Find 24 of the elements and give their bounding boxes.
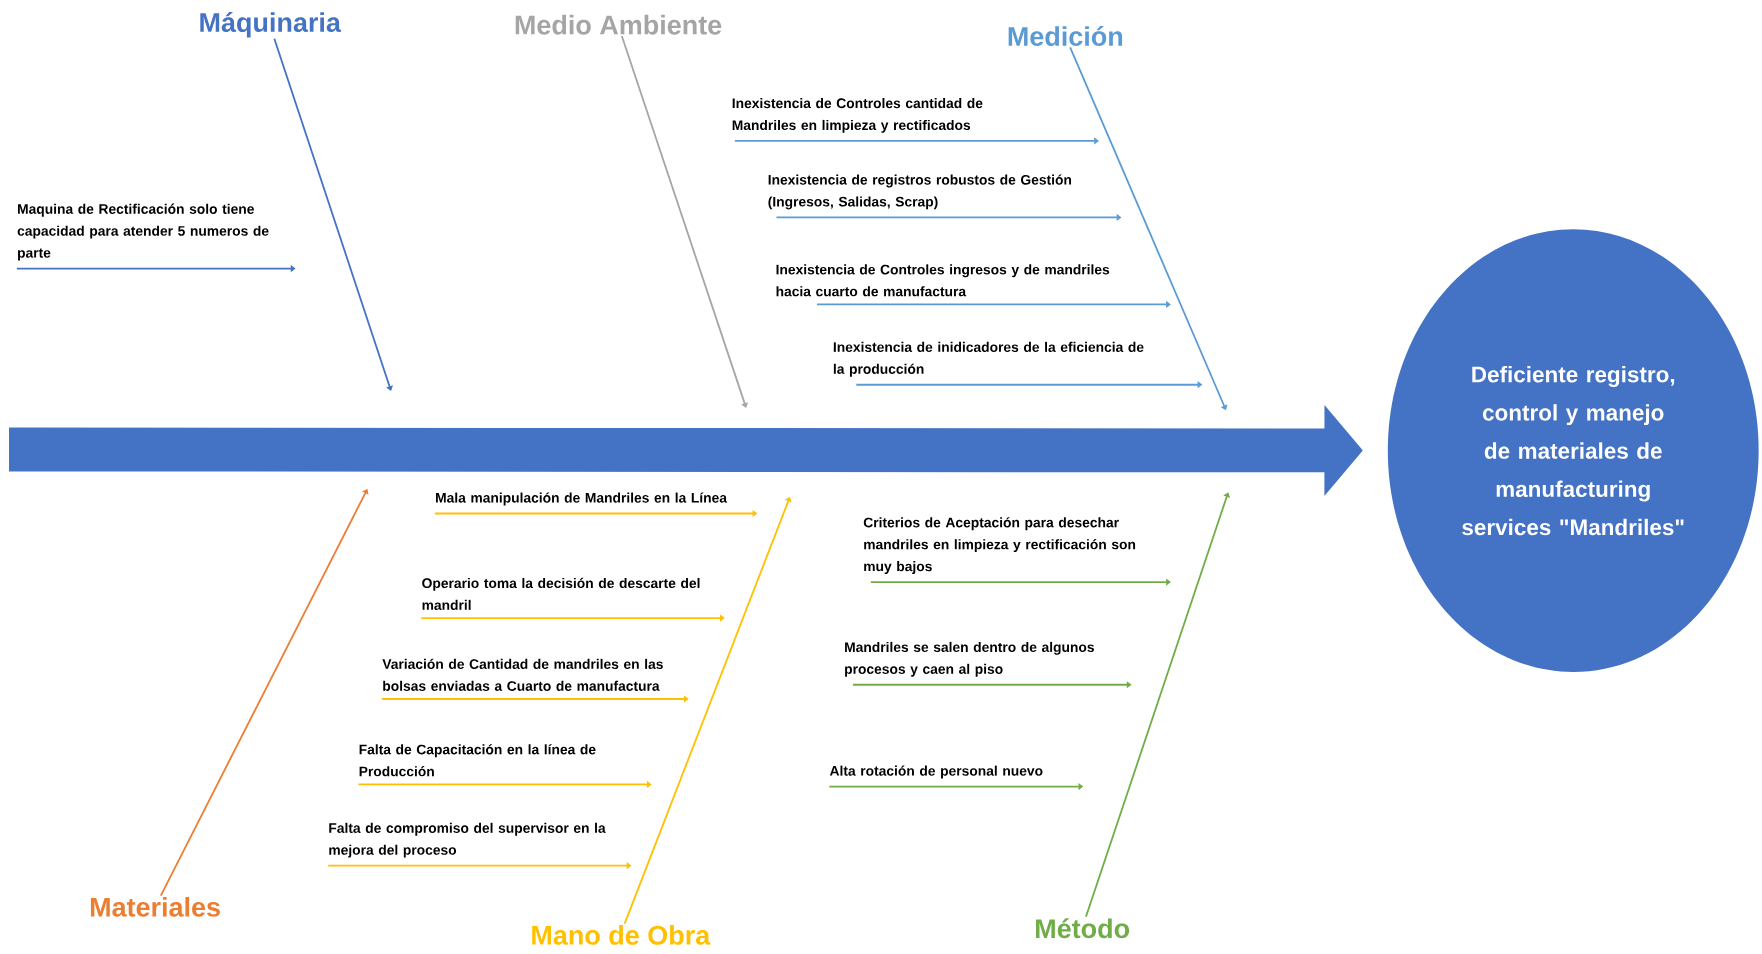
bone-arrow <box>273 37 393 391</box>
cause-text: Maquina de Rectificación solo tiene capacidad para atender 5 numeros de parte <box>17 203 269 261</box>
cause-text: Falta de Capacitación en la línea de Producción <box>359 744 596 777</box>
cause-text: Inexistencia de Controles cantidad de Mandriles en limpieza y rectificados <box>732 98 983 133</box>
category-label: Medición <box>1008 25 1123 46</box>
arrow <box>357 780 652 788</box>
category-label: Método <box>1036 918 1130 939</box>
cause-text: Alta rotación de personal nuevo <box>829 765 1043 779</box>
cause-text: Variación de Cantidad de mandriles en las bolsas enviadas a Cuarto de manufactura <box>382 658 663 691</box>
cause-text: Inexistencia de Controles ingresos y de mandriles hacia cuarto de manufactura <box>776 264 1110 297</box>
cause-text: Criterios de Aceptación para desechar mandriles en limpieza y rectificación son muy bajos <box>863 517 1136 574</box>
cause-text: Inexistencia de inidicadores de la eficiencia de la producción <box>833 341 1144 377</box>
cause-text: Operario toma la decisión de descarte del mandril <box>422 577 700 610</box>
category-label: Mano de Obra <box>532 925 711 945</box>
category-label: Máquinaria <box>200 12 342 38</box>
cause-text: Mandriles se salen dentro de algunos procesos y caen al piso <box>845 641 1094 677</box>
cause-text: Mala manipulación de Mandriles en la Línea <box>436 492 728 506</box>
bone-arrow <box>620 35 749 408</box>
category-label: Medio Ambiente <box>515 14 722 35</box>
cause-text: Inexistencia de registros robustos de Gestión (Ingresos, Salidas, Scrap) <box>768 174 1071 210</box>
arrow <box>420 614 725 622</box>
category-label: Materiales <box>90 896 220 917</box>
cause-text: Falta de compromiso del supervisor en la mejora del proceso <box>329 822 606 858</box>
arrow <box>870 578 1171 586</box>
